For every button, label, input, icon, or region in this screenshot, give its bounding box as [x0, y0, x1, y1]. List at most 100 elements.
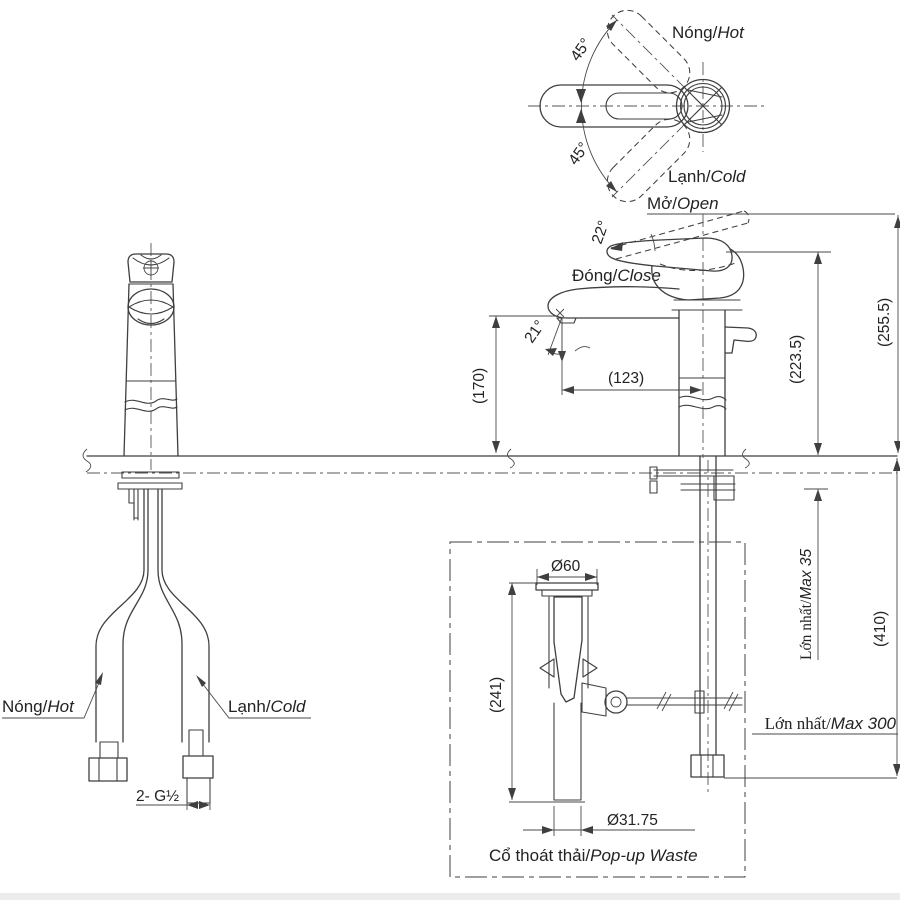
page-bottom-strip: [0, 893, 900, 900]
thread-arrow-right: [199, 801, 210, 809]
counter-break-left: [82, 448, 92, 473]
mount-washer: [121, 471, 180, 479]
pipe-nut-facets: [700, 754, 714, 778]
outlet-mark: [555, 308, 565, 318]
tailpipe: [553, 702, 582, 801]
dim123-arrow-left: [562, 386, 574, 394]
spout-face: [127, 288, 175, 326]
dim2235-arrow-bottom: [814, 443, 822, 455]
rod-clevis: [581, 682, 607, 717]
max35-line: [804, 488, 828, 660]
open-angle-arc: [650, 233, 656, 252]
hot-hose-inner: [122, 488, 149, 743]
open-angle-label: 22°: [589, 219, 613, 247]
overflow-tab-left: [539, 658, 555, 678]
cold-thread-g12: [186, 777, 211, 804]
height-dimensions: (223.5) (255.5) Lớn nhất/Max 35 (410) Lớ…: [752, 215, 900, 776]
cold-hose-inner: [157, 488, 183, 743]
dim241-arrow-top: [508, 583, 516, 595]
waste-flange: [535, 582, 599, 591]
popup-caption: Cổ thoát thải/Pop-up Waste: [489, 846, 698, 865]
cold-hose-nut: [182, 755, 214, 779]
top-hot-label: Nóng/Hot: [672, 23, 745, 42]
dim-spout-reach: (123): [608, 370, 644, 387]
drain-pipe: [649, 455, 897, 792]
pipe-body: [699, 455, 717, 756]
handle-hub-outer: [675, 78, 731, 134]
top-cold-label: Lạnh/Cold: [668, 167, 746, 186]
plate-tab-2: [649, 480, 658, 494]
counter-break-right: [742, 448, 750, 469]
overflow-tab-right: [582, 658, 598, 678]
pipe-locknut: [713, 475, 735, 501]
front-break-wave: [124, 398, 178, 412]
dim3175-arrow-left: [542, 826, 554, 834]
hot-hose-neck: [99, 741, 119, 759]
body-break-wave: [678, 395, 727, 410]
dim2555-arrow-bottom: [894, 441, 900, 453]
dim2555-arrow-top: [894, 216, 900, 228]
arc-arrow-top: [606, 20, 617, 31]
dim123-arrow-right: [690, 386, 702, 394]
counter-deck: [82, 448, 898, 474]
cap-screw-cross: [143, 260, 159, 276]
dim2235-arrow-top: [814, 252, 822, 264]
dome-joint-dashed: [659, 261, 739, 272]
cold-hose-neck: [188, 729, 204, 757]
dim-height-open: (255.5): [876, 298, 893, 347]
pipe-mount-plates: [653, 469, 736, 491]
ball-joint: [604, 690, 628, 714]
hot-leader-arrow: [95, 672, 103, 685]
stream-angle-label: 21°: [521, 317, 548, 346]
dim170-arrow-top: [492, 316, 500, 328]
dim60-arrow-right: [585, 573, 597, 581]
dim-max-deck: Lớn nhất/Max 35: [798, 548, 815, 660]
plate-tab-1: [649, 466, 658, 480]
dim170-arrow-bottom: [492, 441, 500, 453]
detail-border: [449, 541, 746, 878]
handle-cap: [127, 253, 175, 283]
dim-height-closed: (223.5): [788, 335, 805, 384]
close-label: Đóng/Close: [572, 266, 661, 285]
handle-center-position: [539, 84, 689, 128]
thread-label: 2- G½: [136, 788, 179, 805]
front-body: [123, 283, 179, 457]
waste-plug-body: [553, 596, 583, 703]
dim-rod-max: Lớn nhất/Max 300: [765, 714, 897, 733]
aerator: [556, 317, 577, 324]
supply-hoses: Nóng/Hot Lạnh/Cold 2- G½: [2, 471, 311, 810]
spout-face-lens: [128, 299, 174, 325]
centerline-45-up: [611, 14, 704, 107]
front-cold-label: Lạnh/Cold: [228, 697, 306, 716]
dim-tail: Ø31.75: [607, 812, 658, 829]
rod-break-marks: [656, 691, 739, 712]
popup-waste-box: Ø60 (241) Ø31.75 Cổ thoát thải/Pop-up Wa…: [449, 541, 746, 878]
centerline-45-down: [611, 105, 704, 198]
front-view-faucet: [123, 243, 179, 470]
ball-joint-inner: [610, 696, 622, 708]
stream-hint-curve: [574, 346, 591, 352]
hot-nut-facets: [98, 757, 118, 782]
arc-arrow-bottom: [606, 181, 617, 192]
threaded-rod: [133, 488, 139, 521]
cold-hose-outer: [161, 488, 210, 743]
handle-neck-lines: [687, 89, 723, 123]
dim410-arrow-bottom: [893, 764, 900, 776]
handle-hub-mid: [679, 82, 727, 130]
cold-leader-arrow: [196, 675, 206, 687]
dim410-arrow-top: [893, 459, 900, 471]
dim60-arrow-left: [537, 573, 549, 581]
top-view-handle: Nóng/Hot Lạnh/Cold 45° 45°: [528, 9, 766, 203]
lift-rod-knob: [724, 326, 757, 354]
arc-arrow-mid-lower: [576, 109, 586, 123]
side-view-faucet: 22° Mở/Open Đóng/Close 21° (170): [471, 194, 895, 458]
open-label: Mở/Open: [647, 194, 719, 213]
dim3175-arrow-right: [581, 826, 593, 834]
waste-locknut: [541, 589, 593, 597]
dim-length: (241): [488, 677, 505, 713]
thread-arrow-left: [187, 801, 198, 809]
arc-arrow-mid-upper: [576, 89, 586, 103]
front-hot-label: Nóng/Hot: [2, 697, 75, 716]
stream-angle-arrow: [545, 348, 557, 356]
